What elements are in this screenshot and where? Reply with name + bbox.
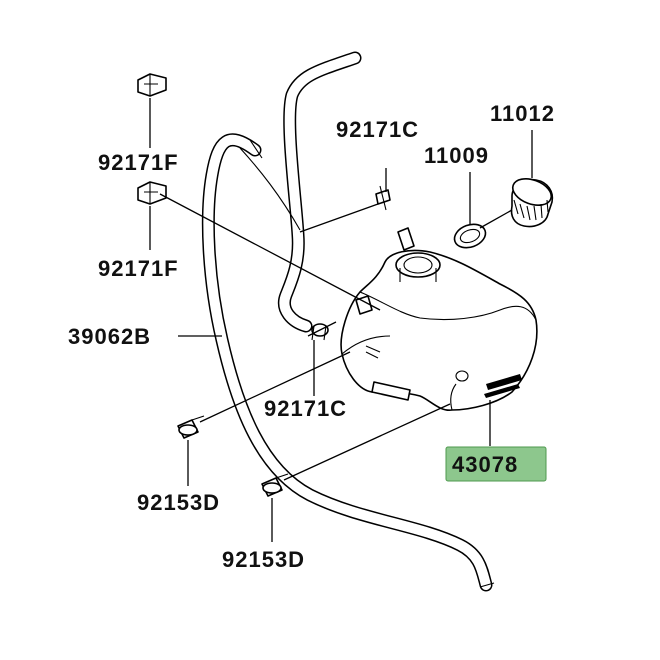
bolt-92153D-upper bbox=[177, 415, 205, 439]
bolt-92153D-lower bbox=[261, 473, 289, 497]
label-11009: 11009 bbox=[424, 143, 489, 168]
label-92171F-upper: 92171F bbox=[98, 150, 179, 175]
clip-92171F-lower bbox=[137, 181, 167, 205]
label-92171C-upper: 92171C bbox=[336, 117, 419, 142]
cap-11012 bbox=[510, 178, 554, 228]
label-92171F-lower: 92171F bbox=[98, 256, 179, 281]
leader-lines bbox=[149, 98, 533, 542]
reservoir-tank-43078 bbox=[340, 227, 538, 411]
label-39062B: 39062B bbox=[68, 324, 151, 349]
clamp-92171C-upper bbox=[375, 185, 391, 211]
highlight-43078 bbox=[445, 446, 547, 482]
breather-hose bbox=[239, 51, 362, 333]
gasket-11009 bbox=[453, 223, 487, 249]
label-43078: 43078 bbox=[452, 452, 518, 477]
label-92153D-lower: 92153D bbox=[222, 547, 305, 572]
label-11012: 11012 bbox=[490, 101, 555, 126]
label-92171C-lower: 92171C bbox=[264, 396, 347, 421]
label-92153D-upper: 92153D bbox=[137, 490, 220, 515]
clip-92171F-upper bbox=[137, 73, 167, 97]
